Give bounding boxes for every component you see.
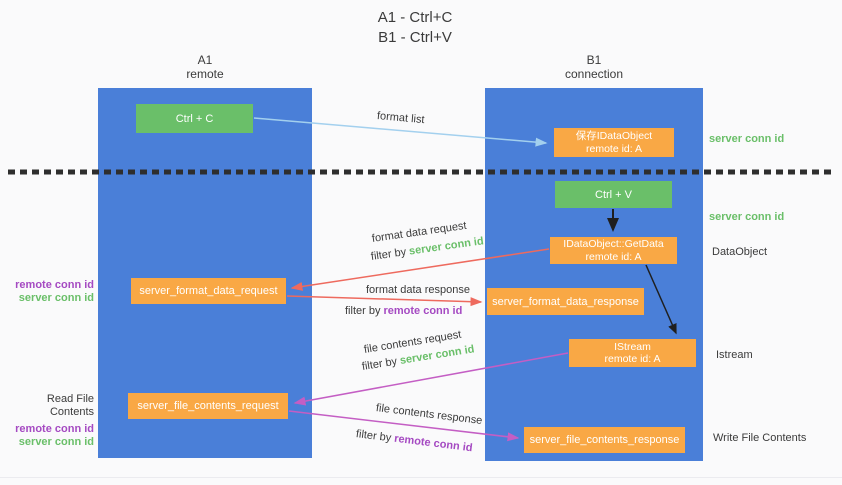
node-save-idataobject: 保存IDataObject remote id: A — [554, 128, 674, 157]
lane-b1-subtitle: connection — [564, 67, 624, 81]
node-istream-line1: IStream — [614, 340, 651, 353]
node-ctrl-c: Ctrl + C — [136, 104, 253, 133]
bottom-divider-line — [0, 477, 842, 478]
filter-by-text: filter by — [345, 305, 381, 317]
node-save-idataobject-line1: 保存IDataObject — [575, 130, 653, 142]
node-server-format-data-request: server_format_data_request — [131, 278, 286, 304]
page-title-line2: B1 - Ctrl+V — [378, 29, 452, 46]
left-server-conn-id-bottom: server conn id — [18, 436, 94, 448]
lane-header-a1: A1 remote — [98, 53, 312, 81]
node-server-format-data-response: server_format_data_response — [487, 288, 644, 315]
node-ctrl-c-label: Ctrl + C — [175, 112, 214, 125]
right-server-conn-id-top: server conn id — [709, 133, 785, 145]
left-conn-id-group-top: remote conn id server conn id — [0, 279, 94, 305]
remote-conn-id-text: remote conn id — [383, 305, 463, 317]
filter-by-text: filter by — [370, 246, 407, 263]
node-idataobject-getdata-line2: remote id: A — [585, 250, 642, 263]
node-istream-line2: remote id: A — [604, 353, 661, 365]
annotation-format-list: format list — [376, 110, 426, 127]
lane-header-b1: B1 connection — [485, 53, 703, 81]
right-label-istream: Istream — [716, 349, 753, 361]
left-conn-id-group-bottom: Read File Contents remote conn id server… — [0, 393, 94, 449]
node-server-format-data-response-label: server_format_data_response — [492, 295, 639, 308]
lane-a1-name: A1 — [197, 53, 213, 67]
left-remote-conn-id-bottom: remote conn id — [15, 423, 94, 435]
annotation-format-data-response: format data response — [366, 284, 470, 296]
right-label-write-file-contents: Write File Contents — [713, 432, 807, 444]
page-title-line1: A1 - Ctrl+C — [377, 9, 453, 26]
lane-a1-subtitle: remote — [186, 67, 224, 81]
annotation-file-contents-response: file contents response — [375, 402, 483, 427]
node-idataobject-getdata: IDataObject::GetData remote id: A — [550, 237, 677, 264]
arrow-format-data-response — [286, 295, 483, 307]
node-server-file-contents-request: server_file_contents_request — [128, 393, 288, 419]
page-title: A1 - Ctrl+C B1 - Ctrl+V — [330, 8, 500, 48]
filter-by-text: filter by — [361, 355, 398, 373]
node-server-file-contents-response-label: server_file_contents_response — [529, 434, 680, 446]
left-remote-conn-id-top: remote conn id — [15, 279, 94, 291]
node-ctrl-v-label: Ctrl + V — [595, 188, 632, 201]
node-ctrl-v: Ctrl + V — [555, 181, 672, 208]
node-idataobject-getdata-line1: IDataObject::GetData — [563, 238, 664, 250]
server-conn-id-text: server conn id — [408, 235, 485, 258]
node-server-format-data-request-label: server_format_data_request — [139, 285, 278, 297]
lane-b1-name: B1 — [586, 53, 602, 67]
filter-by-text: filter by — [355, 428, 392, 445]
node-save-idataobject-line2: remote id: A — [585, 142, 643, 155]
node-istream: IStream remote id: A — [569, 339, 696, 367]
right-label-dataobject: DataObject — [712, 246, 768, 258]
node-server-file-contents-request-label: server_file_contents_request — [137, 400, 279, 412]
left-server-conn-id-top: server conn id — [18, 292, 94, 304]
node-server-file-contents-response: server_file_contents_response — [524, 427, 685, 453]
right-server-conn-id-mid: server conn id — [709, 211, 785, 223]
left-label-read-file-contents: Read File Contents — [46, 393, 94, 418]
remote-conn-id-text: remote conn id — [393, 432, 474, 455]
